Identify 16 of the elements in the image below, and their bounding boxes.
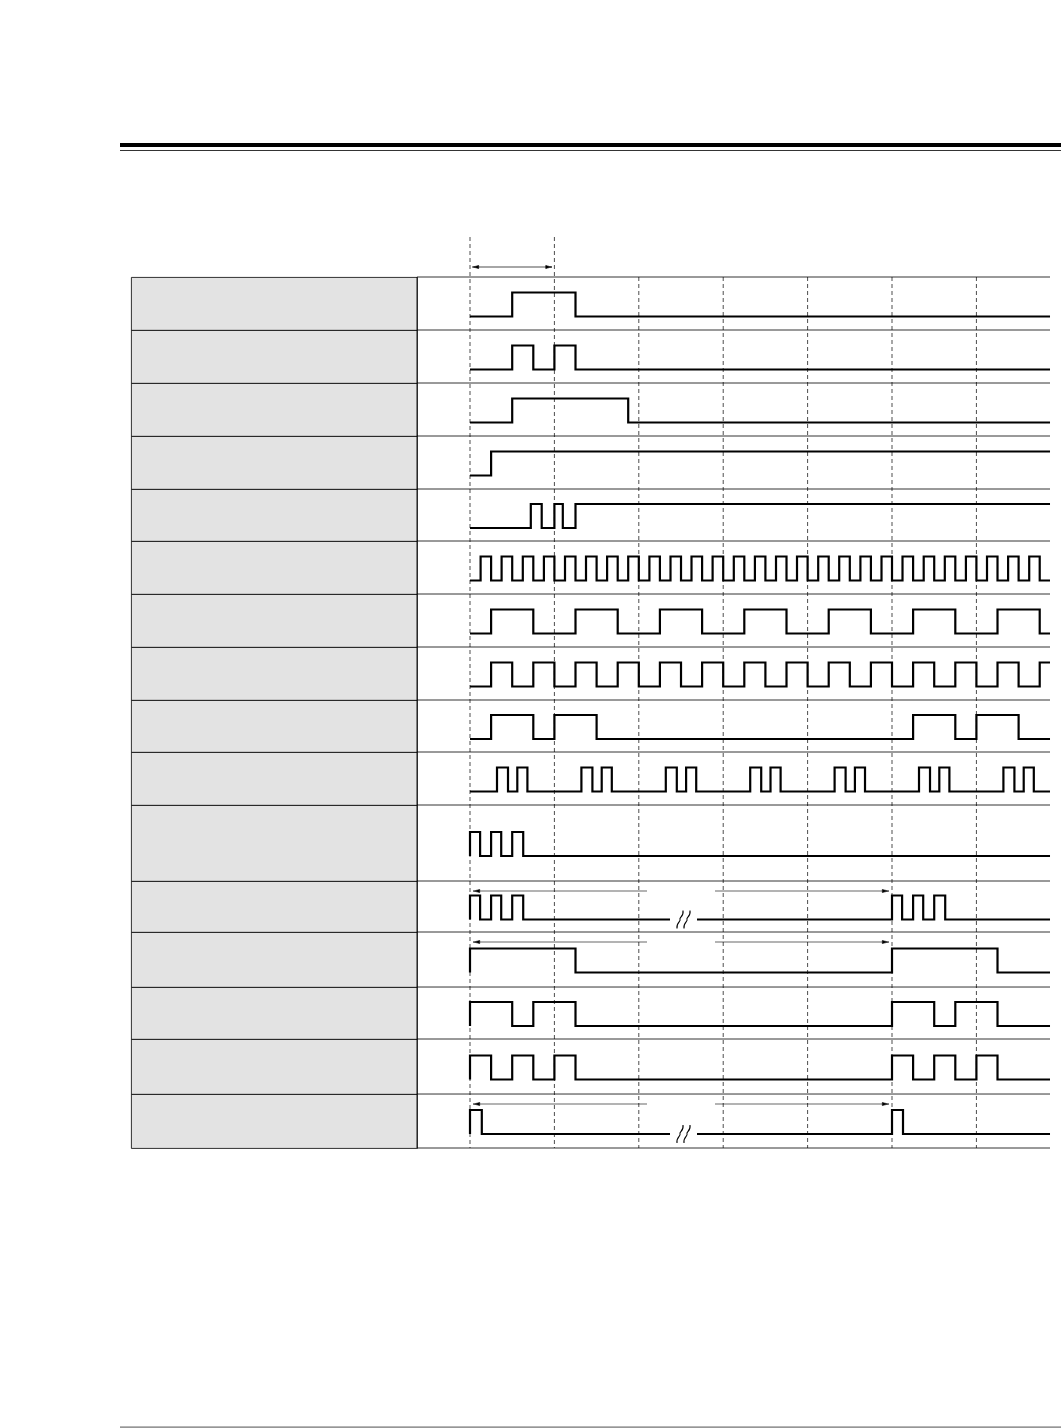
label-cell — [131, 1094, 418, 1149]
label-cell — [131, 752, 418, 806]
label-cell — [131, 805, 418, 882]
label-cell — [131, 330, 418, 384]
label-cell — [131, 594, 418, 648]
label-cell — [131, 700, 418, 753]
label-cell — [131, 436, 418, 490]
label-cell — [131, 1039, 418, 1095]
label-cell — [131, 383, 418, 437]
label-cell — [131, 987, 418, 1040]
label-cell — [131, 881, 418, 933]
label-cell — [131, 541, 418, 595]
label-cell — [131, 932, 418, 988]
label-cell — [131, 277, 418, 331]
label-cell — [131, 489, 418, 542]
label-cell — [131, 647, 418, 701]
